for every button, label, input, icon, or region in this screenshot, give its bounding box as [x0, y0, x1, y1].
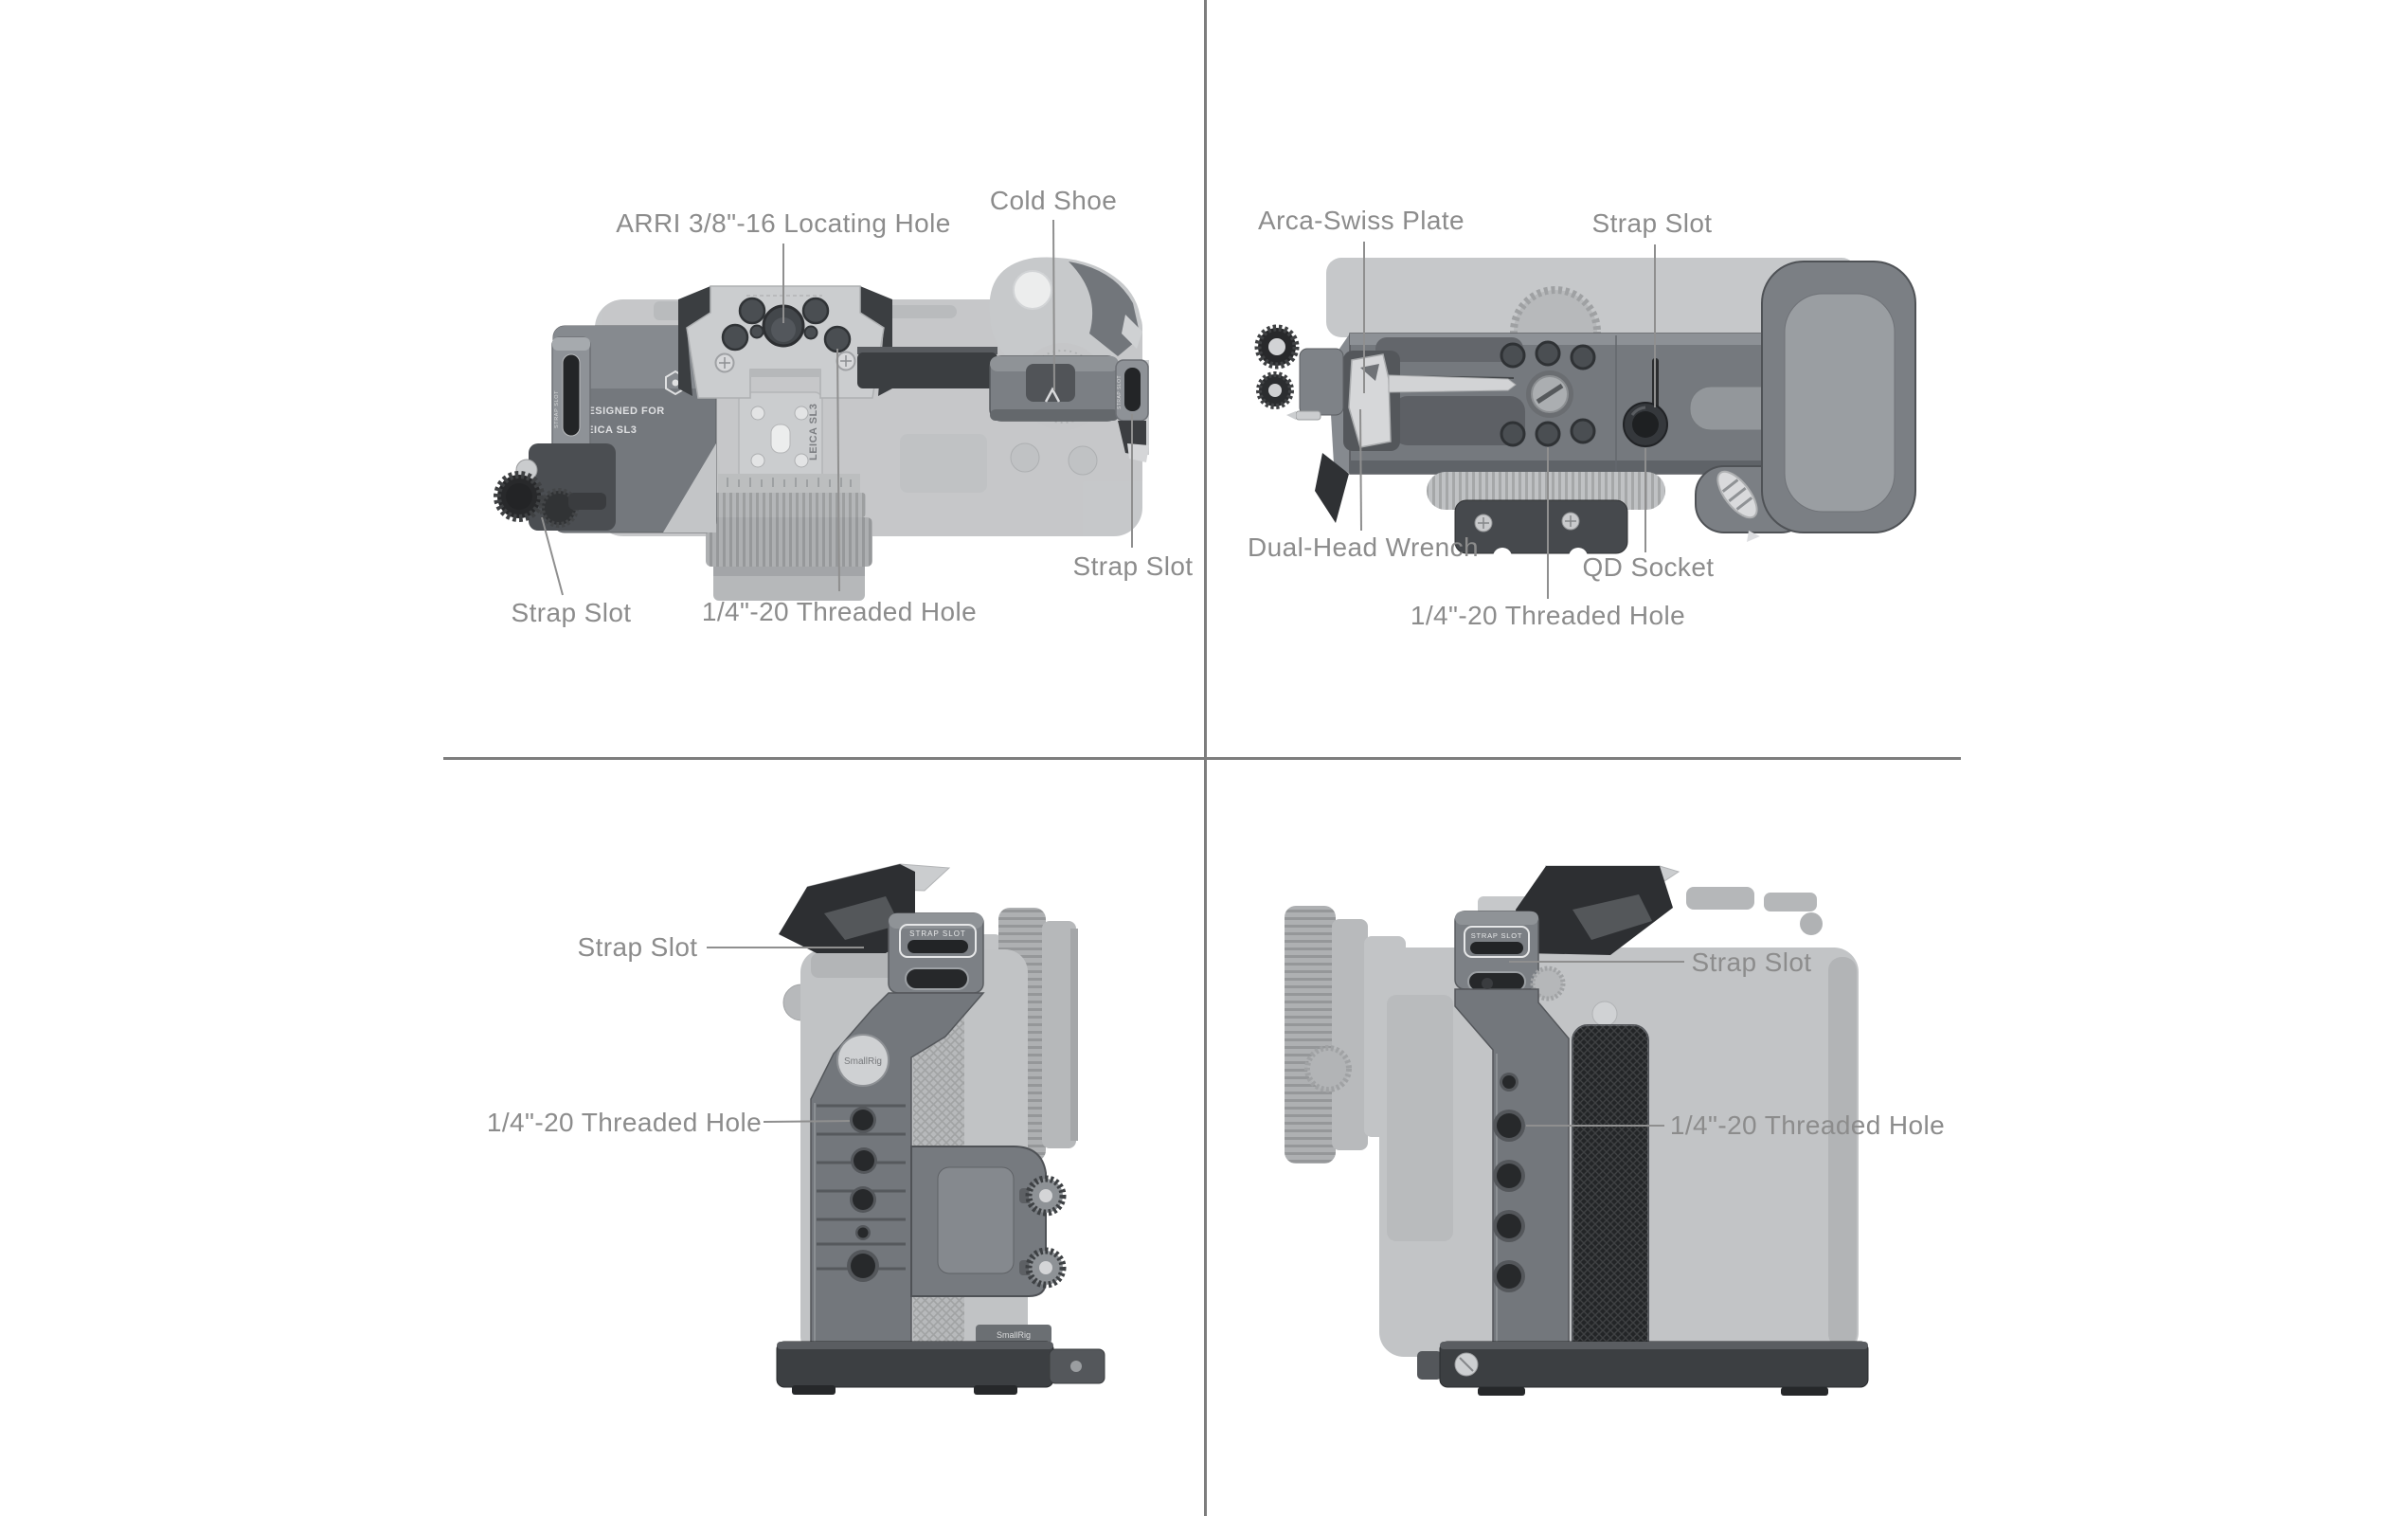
leader-cold-shoe	[1052, 219, 1055, 391]
camera-model-engraving: LEICA SL3	[808, 404, 819, 460]
divider-horizontal	[443, 757, 1961, 760]
bottom-plate: SmallRig	[776, 1325, 1105, 1395]
bottom-view-illustration	[1254, 258, 1916, 567]
callout-threaded-hole-bl: 1/4"-20 Threaded Hole	[486, 1107, 763, 1137]
strap-slot-opening-top	[1470, 942, 1523, 954]
grip	[1572, 1024, 1649, 1358]
shoe-arrow-icon	[1044, 387, 1061, 403]
leader-threaded-hole-tl	[836, 348, 840, 592]
qd-socket	[1623, 402, 1668, 447]
lens-support-foot	[1454, 499, 1628, 567]
arri-plate	[678, 285, 892, 399]
plate-front-tab	[1315, 453, 1349, 523]
brand-small-engraving: SmallRig	[997, 1330, 1031, 1340]
ghost-hot-shoe	[738, 391, 823, 482]
designed-model-engraving: LEICA SL3	[580, 424, 637, 436]
callout-threaded-hole-br: 1/4"-20 Threaded Hole	[1669, 1110, 1946, 1140]
callout-strap-slot-br: Strap Slot	[1691, 947, 1812, 977]
leader-wrench	[1359, 408, 1362, 532]
strap-slot-opening-top	[907, 940, 968, 953]
cage-side-bracket: STRAP SLOT	[1454, 911, 1570, 1367]
callout-strap-slot-tl-left: Strap Slot	[511, 597, 632, 627]
bottom-plate	[1417, 1341, 1869, 1396]
smallrig-badge: SmallRig	[836, 1034, 890, 1087]
leader-threaded-hole-bl	[763, 1120, 851, 1123]
cage-side-bracket: STRAP SLOT SmallRig	[810, 912, 985, 1367]
left-side-view-illustration: STRAP SLOT SmallRig	[776, 863, 1105, 1395]
callout-threaded-hole-tr: 1/4"-20 Threaded Hole	[1410, 600, 1686, 630]
left-strap-slot: STRAP SLOT	[551, 336, 591, 452]
callout-arca-swiss-plate: Arca-Swiss Plate	[1257, 205, 1465, 235]
grip-wrap	[1695, 261, 1916, 542]
plate-screws	[714, 351, 856, 373]
threaded-holes-column	[847, 1107, 879, 1282]
plate-holes	[1500, 340, 1596, 447]
evf-hood	[1516, 865, 1680, 955]
evf-eyepiece	[1013, 270, 1052, 310]
front-support-bracket	[910, 1146, 1067, 1297]
svg-text:SmallRig: SmallRig	[844, 1056, 882, 1067]
strap-slot-opening-bottom	[905, 967, 969, 990]
dual-head-wrench	[1348, 353, 1517, 448]
smallrig-oval-logo	[1716, 470, 1758, 519]
quarter-twenty-hole	[1535, 421, 1561, 447]
threaded-holes-column	[1493, 1073, 1525, 1292]
bar-grooves	[817, 1104, 906, 1271]
ghost-lens	[706, 474, 872, 601]
left-knob-cluster	[494, 443, 616, 531]
evf-hood	[779, 863, 951, 953]
callout-strap-slot-tl-right: Strap Slot	[1072, 550, 1194, 581]
callout-strap-slot-bl: Strap Slot	[577, 931, 698, 962]
right-strap-slot: STRAP SLOT	[1115, 359, 1149, 462]
right-side-view-illustration: STRAP SLOT	[1285, 865, 1869, 1396]
callout-threaded-hole-tl: 1/4"-20 Threaded Hole	[701, 596, 978, 626]
callout-dual-head-wrench: Dual-Head Wrench	[1248, 532, 1479, 562]
strap-slot-engraving: STRAP SLOT	[909, 929, 966, 938]
callout-strap-slot-tr: Strap Slot	[1591, 208, 1713, 238]
center-screw	[1526, 370, 1573, 418]
leader-strap-slot-tl-left	[541, 516, 564, 596]
strap-slot-micro-engraving: STRAP SLOT	[554, 390, 560, 428]
designed-for-engraving: DESIGNED FOR	[580, 406, 665, 417]
callout-qd-socket: QD Socket	[1582, 551, 1715, 582]
strap-slot-micro-engraving-right: STRAP SLOT	[1117, 375, 1123, 409]
callout-cold-shoe: Cold Shoe	[989, 185, 1118, 215]
left-knobs	[1254, 324, 1344, 421]
callout-arri-locating-hole: ARRI 3/8"-16 Locating Hole	[616, 208, 951, 238]
strap-slot-engraving: STRAP SLOT	[1471, 931, 1523, 940]
